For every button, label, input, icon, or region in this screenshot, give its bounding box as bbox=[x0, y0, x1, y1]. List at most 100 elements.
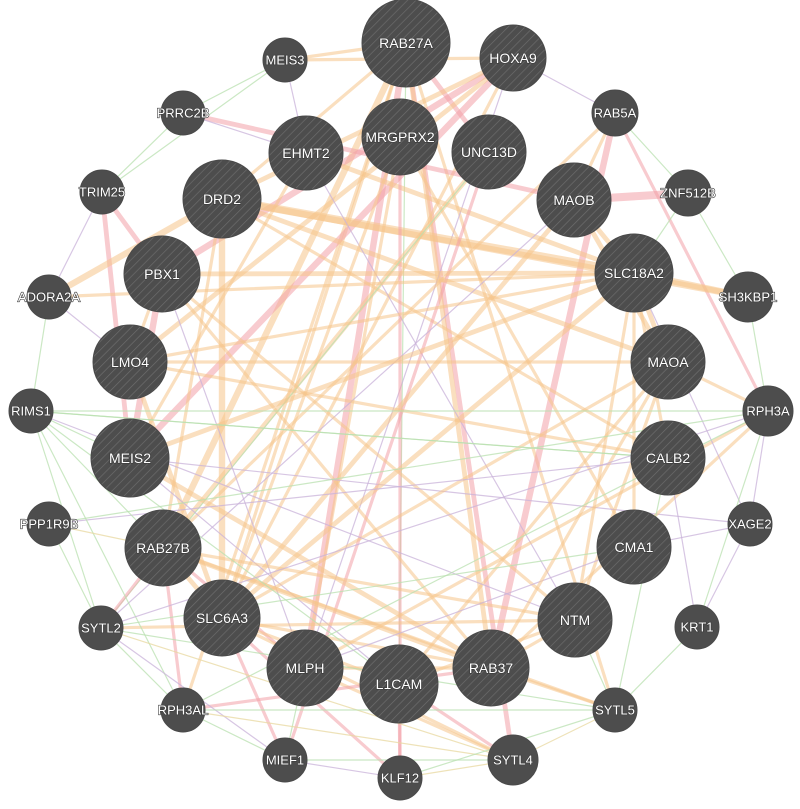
node-rab5a[interactable]: RAB5A bbox=[591, 89, 639, 137]
node-circle[interactable] bbox=[183, 579, 261, 657]
node-xage2[interactable]: XAGE2 bbox=[727, 501, 773, 547]
node-circle[interactable] bbox=[182, 159, 262, 239]
node-circle[interactable] bbox=[727, 501, 773, 547]
node-rims1[interactable]: RIMS1 bbox=[8, 388, 54, 434]
node-slc6a3[interactable]: SLC6A3 bbox=[183, 579, 261, 657]
node-ehmt2[interactable]: EHMT2 bbox=[268, 115, 344, 191]
node-circle[interactable] bbox=[262, 37, 308, 83]
node-sh3kbp1[interactable]: SH3KBP1 bbox=[718, 271, 778, 323]
node-circle[interactable] bbox=[591, 89, 639, 137]
edge-pbx1-slc18a2 bbox=[159, 270, 637, 277]
node-adora2a[interactable]: ADORA2A bbox=[17, 274, 81, 320]
node-circle[interactable] bbox=[596, 509, 672, 585]
node-circle[interactable] bbox=[594, 233, 674, 313]
node-l1cam[interactable]: L1CAM bbox=[359, 644, 439, 724]
node-label: CMA1 bbox=[615, 539, 654, 555]
node-ntm[interactable]: NTM bbox=[537, 582, 613, 658]
node-mlph[interactable]: MLPH bbox=[266, 629, 344, 707]
edge-pbx1-ntm bbox=[160, 272, 577, 622]
node-lmo4[interactable]: LMO4 bbox=[92, 324, 168, 400]
node-rph3a[interactable]: RPH3A bbox=[742, 385, 794, 437]
node-sytl5[interactable]: SYTL5 bbox=[592, 687, 638, 733]
edge-rph3al-sytl4 bbox=[182, 709, 514, 761]
node-mief1[interactable]: MIEF1 bbox=[262, 737, 308, 783]
edge-maoa-rab37 bbox=[489, 360, 670, 670]
node-label: KLF12 bbox=[381, 771, 419, 786]
node-trim25[interactable]: TRIM25 bbox=[78, 169, 126, 215]
node-klf12[interactable]: KLF12 bbox=[377, 755, 423, 801]
node-label: ZNF512B bbox=[660, 186, 716, 201]
node-circle[interactable] bbox=[361, 98, 439, 176]
node-rph3al[interactable]: RPH3AL bbox=[157, 687, 209, 733]
node-calb2[interactable]: CALB2 bbox=[630, 420, 706, 496]
node-circle[interactable] bbox=[92, 324, 168, 400]
node-znf512b[interactable]: ZNF512B bbox=[660, 169, 716, 217]
node-mrgprx2[interactable]: MRGPRX2 bbox=[361, 98, 439, 176]
node-circle[interactable] bbox=[722, 271, 774, 323]
edge-ehmt2-ntm bbox=[305, 152, 576, 621]
node-rab27a[interactable]: RAB27A bbox=[361, 0, 451, 88]
node-circle[interactable] bbox=[664, 169, 712, 217]
node-prrc2b[interactable]: PRRC2B bbox=[156, 90, 210, 136]
node-circle[interactable] bbox=[8, 388, 54, 434]
node-circle[interactable] bbox=[160, 687, 206, 733]
edge-pbx1-rab37 bbox=[160, 272, 493, 670]
edge-slc6a3-maoa bbox=[220, 360, 670, 620]
node-label: XAGE2 bbox=[728, 517, 771, 532]
node-cma1[interactable]: CMA1 bbox=[596, 509, 672, 585]
node-circle[interactable] bbox=[266, 629, 344, 707]
node-meis2[interactable]: MEIS2 bbox=[90, 418, 170, 498]
node-label: SH3KBP1 bbox=[719, 290, 778, 305]
node-label: PRRC2B bbox=[157, 106, 210, 121]
node-label: KRT1 bbox=[681, 620, 714, 635]
node-rab37[interactable]: RAB37 bbox=[452, 629, 530, 707]
node-circle[interactable] bbox=[451, 114, 527, 190]
edge-rab5a-rph3a bbox=[613, 111, 770, 413]
node-hoxa9[interactable]: HOXA9 bbox=[479, 24, 547, 92]
node-circle[interactable] bbox=[742, 385, 794, 437]
node-circle[interactable] bbox=[26, 274, 72, 320]
node-circle[interactable] bbox=[359, 644, 439, 724]
node-pbx1[interactable]: PBX1 bbox=[123, 235, 201, 313]
node-ppp1r9b[interactable]: PPP1R9B bbox=[19, 501, 79, 547]
node-krt1[interactable]: KRT1 bbox=[674, 604, 720, 650]
node-label: LMO4 bbox=[111, 354, 149, 370]
node-circle[interactable] bbox=[630, 324, 706, 400]
node-sytl4[interactable]: SYTL4 bbox=[487, 734, 539, 786]
node-circle[interactable] bbox=[479, 24, 547, 92]
node-maoa[interactable]: MAOA bbox=[630, 324, 706, 400]
node-circle[interactable] bbox=[79, 169, 125, 215]
node-circle[interactable] bbox=[262, 737, 308, 783]
node-slc18a2[interactable]: SLC18A2 bbox=[594, 233, 674, 313]
node-circle[interactable] bbox=[123, 235, 201, 313]
node-circle[interactable] bbox=[268, 115, 344, 191]
edge-meis2-slc18a2 bbox=[127, 270, 637, 461]
node-maob[interactable]: MAOB bbox=[536, 162, 612, 238]
node-meis3[interactable]: MEIS3 bbox=[262, 37, 308, 83]
node-circle[interactable] bbox=[90, 418, 170, 498]
node-circle[interactable] bbox=[536, 162, 612, 238]
node-label: MEIS2 bbox=[109, 450, 151, 466]
node-circle[interactable] bbox=[377, 755, 423, 801]
node-unc13d[interactable]: UNC13D bbox=[451, 114, 527, 190]
node-circle[interactable] bbox=[674, 604, 720, 650]
node-circle[interactable] bbox=[160, 90, 206, 136]
node-label: PPP1R9B bbox=[20, 517, 79, 532]
node-label: DRD2 bbox=[203, 191, 241, 207]
edge-calb2-sytl5 bbox=[614, 457, 669, 711]
node-drd2[interactable]: DRD2 bbox=[182, 159, 262, 239]
node-circle[interactable] bbox=[537, 582, 613, 658]
node-label: MAOA bbox=[647, 354, 689, 370]
node-circle[interactable] bbox=[78, 605, 124, 651]
node-circle[interactable] bbox=[452, 629, 530, 707]
node-circle[interactable] bbox=[26, 501, 72, 547]
node-rab27b[interactable]: RAB27B bbox=[124, 509, 202, 587]
node-circle[interactable] bbox=[487, 734, 539, 786]
node-circle[interactable] bbox=[124, 509, 202, 587]
node-circle[interactable] bbox=[592, 687, 638, 733]
node-circle[interactable] bbox=[630, 420, 706, 496]
node-label: EHMT2 bbox=[282, 145, 330, 161]
node-sytl2[interactable]: SYTL2 bbox=[78, 605, 124, 651]
node-circle[interactable] bbox=[361, 0, 451, 88]
